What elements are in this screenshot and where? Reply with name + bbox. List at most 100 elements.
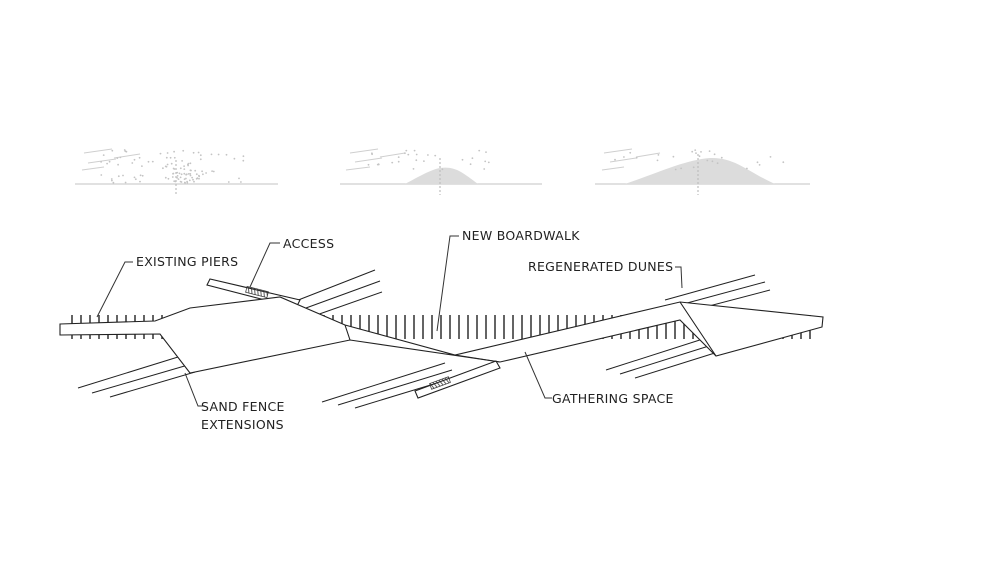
sand-grain [133, 158, 136, 161]
sand-grain [391, 161, 394, 164]
sand-grain [238, 177, 240, 180]
sand-grain [756, 161, 759, 164]
sand-grain [694, 149, 697, 152]
sand-grain [716, 162, 719, 165]
sand-grain [108, 160, 111, 163]
leader-lines [96, 235, 683, 407]
sand-grain [187, 173, 190, 175]
sand-grain [233, 157, 236, 160]
label-gathering-space: GATHERING SPACE [552, 391, 674, 406]
sand-grain [711, 160, 714, 163]
sand-grain [123, 149, 126, 151]
sand-grain [172, 172, 174, 175]
sand-grain [205, 172, 208, 174]
sand-grain [404, 152, 406, 155]
sand-grain [217, 153, 220, 156]
sand-grain [194, 169, 197, 172]
sand-grain [147, 160, 150, 163]
sand-grain [183, 168, 186, 171]
sand-grain [405, 149, 408, 152]
sand-grain [487, 161, 490, 164]
sand-grain [240, 181, 242, 183]
sand-grain [151, 160, 154, 163]
sand-grain [769, 156, 772, 158]
sand-grain [397, 156, 400, 159]
sand-grain [182, 149, 185, 152]
sand-grain [102, 154, 105, 157]
sand-grain [186, 181, 189, 184]
sand-grain [242, 155, 245, 158]
sand-grain [691, 150, 694, 153]
sand-grain [706, 159, 709, 162]
sand-grain [397, 160, 400, 163]
label-new-boardwalk: NEW BOARDWALK [462, 228, 580, 243]
sand-grain [197, 151, 200, 154]
sand-grain [191, 176, 194, 179]
sand-grain [180, 173, 183, 176]
sand-grain [680, 167, 682, 170]
sand-grain [199, 154, 202, 157]
sand-grain [201, 170, 204, 173]
sand-grain [185, 177, 187, 180]
sand-grain [708, 150, 711, 153]
sand-grain [189, 173, 192, 175]
dune-stage-2 [340, 148, 542, 195]
sand-grain [210, 153, 213, 156]
sand-grain [441, 168, 444, 171]
sand-grain [119, 156, 122, 159]
sand-grain [242, 159, 245, 162]
sand-grain [177, 178, 180, 181]
sand-grain [159, 152, 162, 155]
sand-grain [672, 155, 675, 158]
main-boardwalk [59, 296, 824, 374]
sand-grain [139, 180, 141, 183]
sand-grain [199, 158, 202, 161]
sand-grain [657, 154, 660, 156]
sand-grain [782, 161, 785, 164]
sand-grain [423, 160, 425, 163]
dune-stage-1 [75, 148, 278, 195]
sand-grain [713, 153, 716, 156]
sand-grain [192, 151, 195, 154]
sand-grain [124, 181, 127, 184]
sand-grain [166, 152, 169, 154]
dune-stage-3 [595, 148, 810, 195]
sand-grain [700, 151, 702, 153]
dune-sequence [75, 148, 810, 195]
sand-grain [635, 156, 638, 159]
sand-grain [195, 173, 198, 176]
sand-grain [173, 168, 176, 170]
sand-grain [184, 182, 187, 184]
sand-grain [371, 153, 373, 156]
sand-grain [183, 172, 186, 175]
sand-grain [427, 154, 429, 156]
sand-grain [122, 174, 124, 177]
sand-grain [179, 180, 182, 183]
sand-grain [189, 174, 192, 177]
sand-grain [415, 153, 418, 156]
sand-grain [169, 156, 172, 159]
sand-grain [190, 169, 192, 172]
sand-grain [188, 179, 191, 182]
sand-grain [485, 151, 487, 154]
sand-grain [461, 158, 464, 161]
sand-grain [133, 176, 136, 179]
sand-grain [185, 173, 188, 176]
sand-grain [162, 167, 164, 170]
sand-grain [225, 153, 228, 156]
sand-grain [187, 164, 190, 167]
sand-grain [117, 163, 119, 166]
sand-grain [614, 158, 616, 161]
sand-grain [164, 165, 167, 168]
sand-grain [407, 153, 410, 156]
sand-grain [181, 160, 184, 162]
sand-grain [183, 165, 186, 168]
sand-grain [758, 164, 761, 166]
sand-grain [110, 178, 113, 180]
sand-grain [179, 176, 182, 179]
sand-grain [138, 156, 141, 159]
access-ramp-lower [414, 360, 501, 399]
sand-grain [111, 179, 113, 182]
sand-grain [174, 180, 177, 183]
